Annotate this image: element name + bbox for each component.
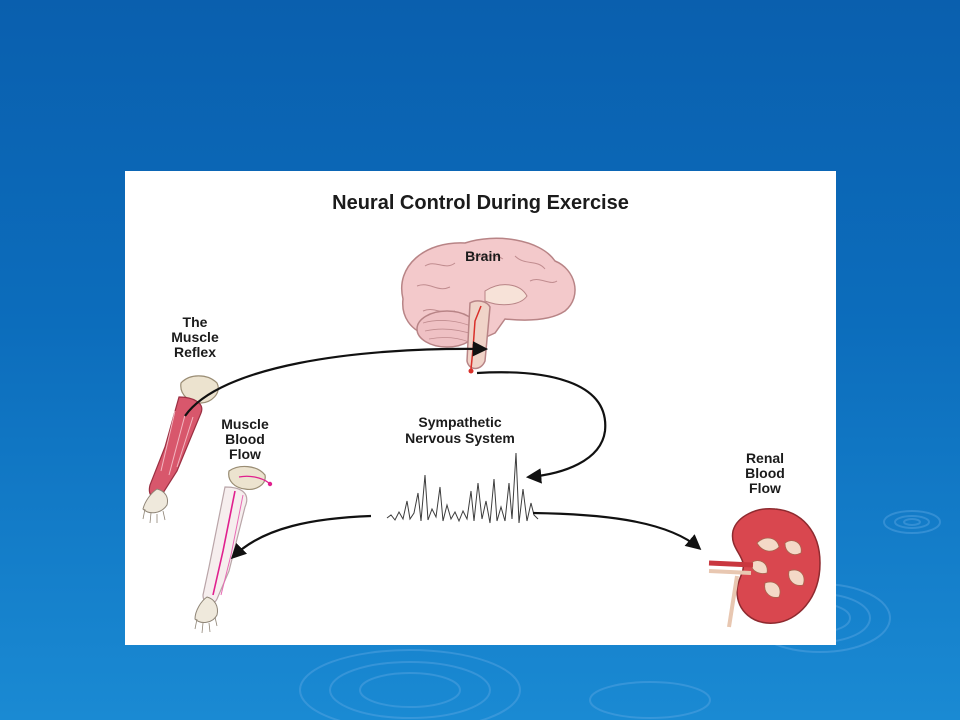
sympathetic-to-muscle-arrow: [230, 514, 372, 560]
muscle-reflex-to-brain-arrow: [184, 341, 489, 417]
brain-to-sympathetic-arrow: [476, 371, 607, 484]
renal-blood-flow-label: Renal Blood Flow: [745, 450, 785, 496]
sympathetic-to-kidney-arrow: [532, 511, 702, 550]
kidney-illustration: [708, 508, 821, 628]
diagram-figure: Neural Control During Exercise Brain The…: [125, 171, 836, 645]
diagram-title: Neural Control During Exercise: [332, 192, 629, 214]
sympathetic-activity-trace: [386, 452, 539, 524]
muscle-blood-flow-arm-illustration: [194, 465, 273, 634]
sympathetic-nervous-system-label: Sympathetic Nervous System: [405, 414, 515, 446]
diagram-canvas: [142, 237, 821, 634]
muscle-blood-flow-label: Muscle Blood Flow: [221, 416, 269, 462]
muscle-reflex-arm-illustration: [142, 375, 219, 524]
muscle-reflex-label: The Muscle Reflex: [171, 314, 219, 360]
brain-label: Brain: [465, 248, 501, 264]
